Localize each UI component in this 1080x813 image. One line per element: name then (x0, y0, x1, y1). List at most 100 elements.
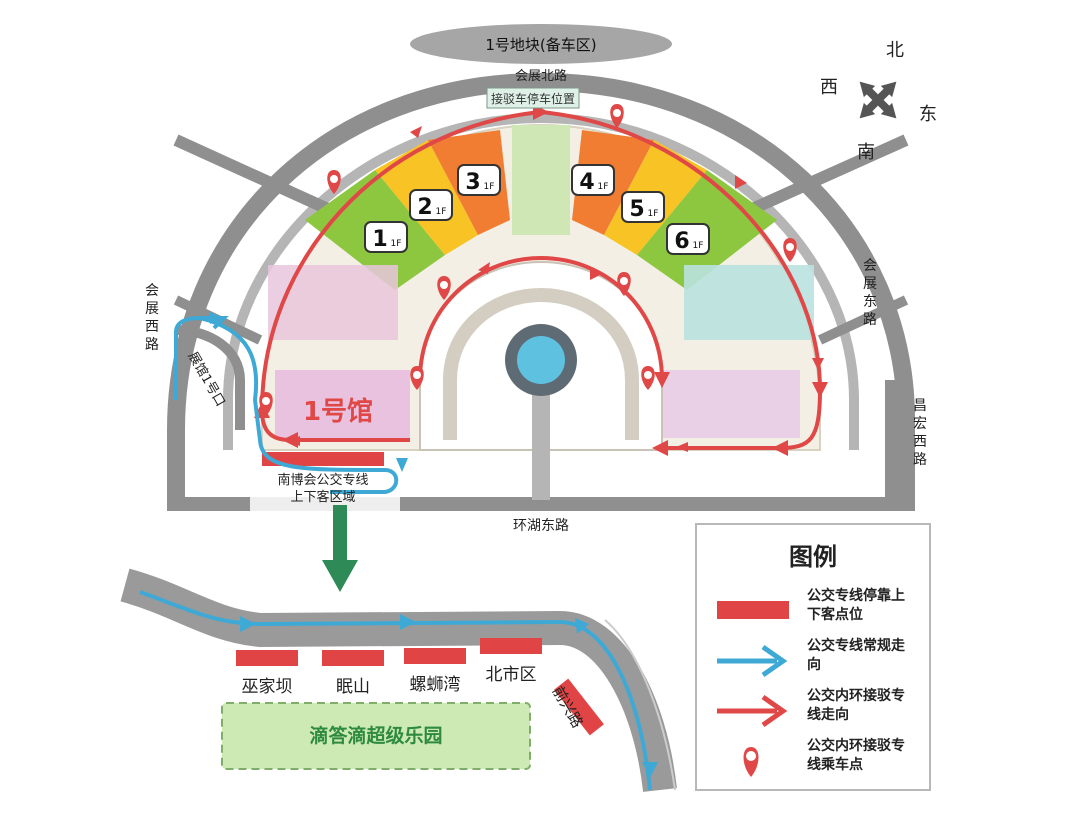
hall-2-floor: 1F (436, 207, 447, 217)
road-changhong-char: 昌 (913, 398, 927, 414)
hall-1-floor: 1F (391, 239, 402, 249)
central-fountain (517, 336, 565, 384)
outer-road (167, 72, 915, 508)
stop-bar-icon (711, 591, 797, 631)
route-arrow-6 (478, 262, 490, 274)
lower-road (120, 568, 677, 793)
hall-5-floor: 1F (648, 209, 659, 219)
legend: 图例 公交专线停靠上下客点位 公交专线常规走向 公交内环接驳专线走向 公交内环接… (695, 523, 931, 791)
pin-icon (711, 741, 797, 781)
legend-label: 公交内环接驳专线走向 (807, 688, 905, 723)
lower-blue-arrow-4 (642, 762, 658, 778)
west-wing-building (268, 265, 398, 340)
route-arrow-4 (288, 436, 300, 446)
road-east-char: 路 (863, 312, 877, 328)
stop-label-3: 螺蛳湾 (410, 675, 461, 695)
stop-bar-2 (322, 650, 384, 666)
center-corridor (512, 125, 570, 235)
stop-label-1: 巫家坝 (242, 677, 293, 697)
road-changhong-char: 路 (913, 452, 927, 468)
road-changhong-char: 西 (913, 434, 927, 450)
stop-bar-4 (480, 638, 542, 654)
compass-north: 北 (886, 40, 904, 61)
stop-bar-5 (554, 678, 604, 736)
hall-badge-1[interactable]: 1 1F (364, 221, 408, 253)
legend-item-pin: 公交内环接驳专线乘车点 (711, 737, 921, 785)
hall-4-floor: 1F (598, 182, 609, 192)
shuttle-parking-box (486, 87, 580, 109)
lower-road-blue-route (139, 590, 652, 791)
compass-east: 东 (919, 104, 937, 125)
hall-4-number: 4 (579, 170, 594, 195)
compass-arrows-icon (859, 81, 897, 119)
road-east-char: 东 (863, 294, 877, 310)
shuttle-pin-2[interactable] (327, 170, 341, 194)
legend-label: 公交专线常规走向 (807, 638, 905, 673)
legend-item-stop: 公交专线停靠上下客点位 (711, 587, 921, 635)
stop-bar-1 (236, 650, 298, 666)
road-west-label: 会 展 西 路 (145, 283, 159, 353)
lower-blue-arrow-3 (575, 618, 589, 634)
hall-3-number: 3 (465, 170, 480, 195)
blue-route-arrow-1 (210, 312, 224, 324)
bus-zone-area (250, 467, 400, 511)
route-arrow-5 (676, 442, 688, 452)
legend-item-red-route: 公交内环接驳专线走向 (711, 687, 921, 735)
road-changhong-label: 昌 宏 西 路 (913, 398, 927, 468)
hall-1-label: 1号馆 (303, 396, 373, 427)
center-road (532, 380, 550, 500)
legend-label: 公交专线停靠上下客点位 (807, 588, 905, 623)
parking-block (410, 24, 672, 64)
shuttle-pin-7[interactable] (641, 366, 655, 390)
hall-6-number: 6 (674, 229, 689, 254)
shuttle-parking-label: 接驳车停车位置 (491, 91, 575, 106)
hall-6-floor: 1F (693, 241, 704, 251)
bus-zone-line2: 上下客区域 (290, 489, 355, 505)
hall-badge-6[interactable]: 6 1F (666, 223, 710, 255)
shuttle-pin-3[interactable] (783, 238, 797, 262)
hall-badge-4[interactable]: 4 1F (571, 164, 615, 196)
blue-route-arrow-2 (396, 458, 408, 472)
route-arrow-1 (410, 126, 422, 138)
road-west-char: 展 (145, 301, 159, 317)
road-south-label: 环湖东路 (513, 518, 569, 534)
road-changhong-char: 宏 (913, 416, 927, 432)
east-wing-building (684, 265, 814, 340)
park-area (221, 702, 531, 770)
east-lower-building (660, 370, 800, 438)
road-changhong-west (885, 380, 907, 500)
shuttle-pin-8[interactable] (259, 392, 273, 416)
road-east-label: 会 展 东 路 (863, 258, 877, 328)
red-arrow-icon (711, 691, 797, 731)
legend-title: 图例 (789, 543, 837, 571)
bus-zone-line1: 南博会公交专线 (277, 472, 368, 488)
lower-blue-arrow-2 (400, 614, 416, 630)
blue-route-west (174, 316, 399, 494)
road-west-char: 路 (145, 337, 159, 353)
compass-south: 南 (857, 142, 875, 163)
route-arrow-7 (590, 268, 602, 280)
park-label: 滴答滴超级乐园 (309, 724, 442, 747)
compass: 北 西 东 南 (820, 40, 937, 163)
road-north-label: 会展北路 (515, 68, 567, 84)
stop-label-2: 眠山 (336, 677, 370, 697)
stop-bar-3 (404, 648, 466, 664)
shuttle-pin-1[interactable] (610, 104, 624, 128)
hall-1-number: 1 (372, 227, 387, 252)
legend-item-blue-route: 公交专线常规走向 (711, 637, 921, 685)
road-east-char: 展 (863, 276, 877, 292)
road-east-char: 会 (863, 258, 877, 274)
gate-label: 展馆1号口 (185, 350, 228, 410)
shuttle-pin-4[interactable] (437, 276, 451, 300)
shuttle-pin-5[interactable] (617, 272, 631, 296)
lower-blue-arrow-1 (240, 616, 256, 632)
shuttle-pin-6[interactable] (410, 366, 424, 390)
inner-shuttle-route (418, 255, 670, 388)
road-west-char: 会 (145, 283, 159, 299)
green-down-arrow-icon (322, 505, 358, 592)
